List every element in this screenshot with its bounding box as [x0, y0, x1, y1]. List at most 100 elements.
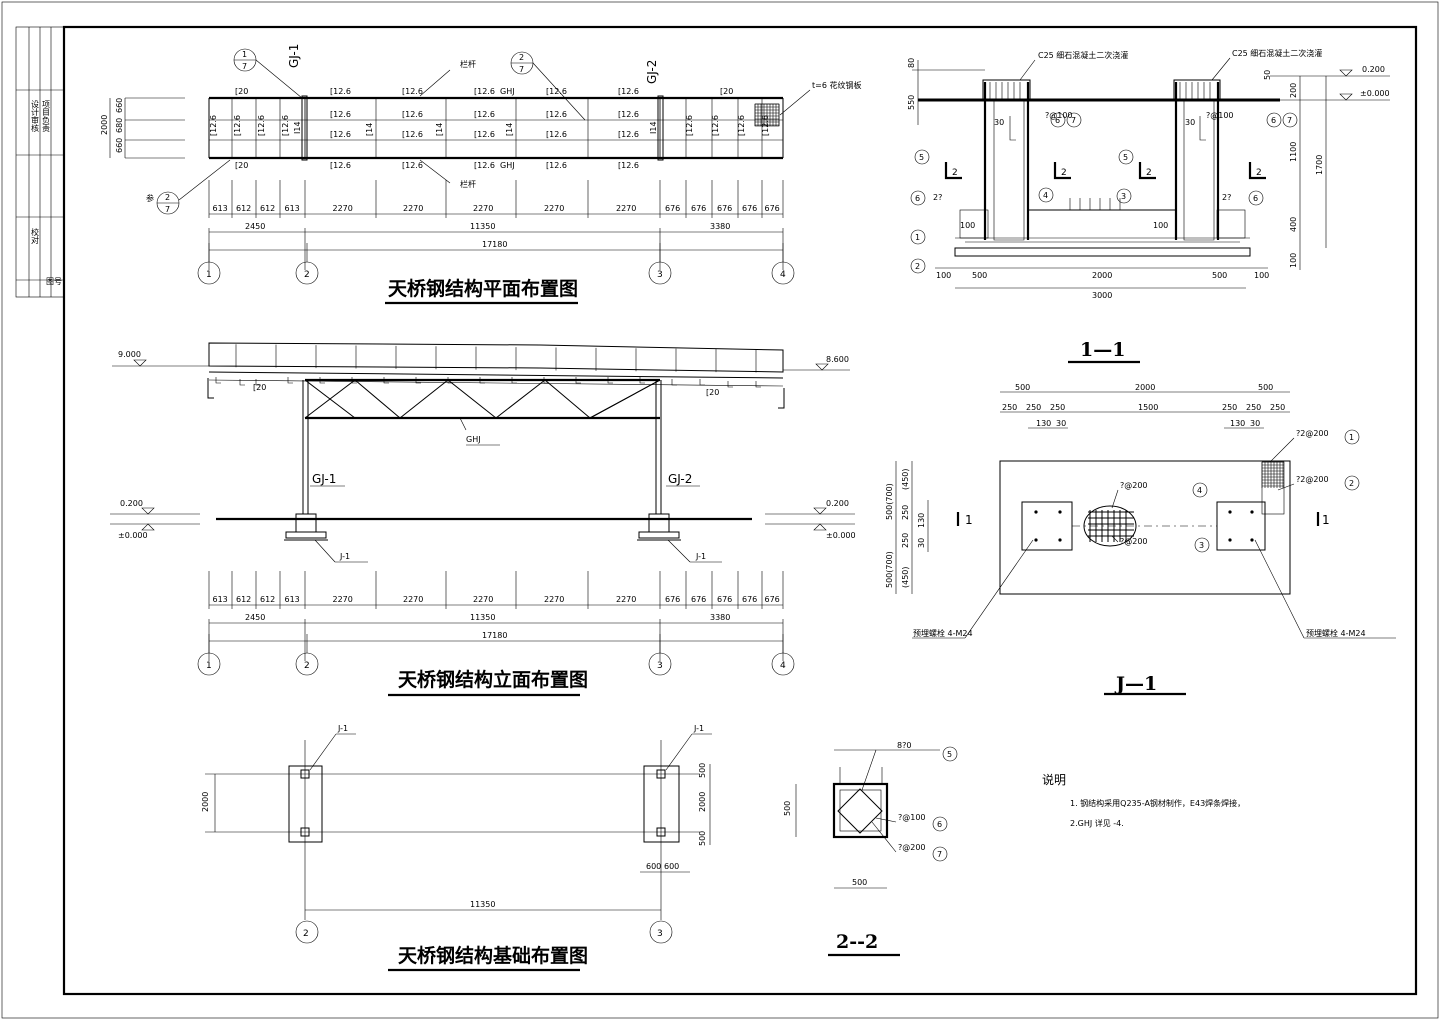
found-dim-500a: 500	[698, 763, 707, 778]
foundation-pad-right	[643, 765, 680, 843]
j1-top-2000: 2000	[1135, 383, 1155, 392]
dim-segment: 676	[765, 204, 780, 213]
found-dim-2000: 2000	[698, 792, 707, 812]
dim-segment: 2270	[544, 204, 564, 213]
j1-left-250a: 250	[901, 505, 910, 520]
j1-corner-hatch	[1261, 461, 1285, 515]
dim-group-mid: 11350	[470, 222, 495, 231]
dim-segment: 676	[691, 595, 706, 604]
foundation-pad-left	[288, 765, 323, 843]
dim-segment: 2270	[544, 595, 564, 604]
detail-callout-2-7-left: 2 7 参	[146, 159, 231, 215]
svg-text:5: 5	[947, 750, 952, 759]
anchor-bolt	[1228, 510, 1232, 514]
sec11-r2-left: 2?	[933, 193, 942, 202]
j1-rebar-4: ?@200	[1120, 537, 1148, 546]
svg-text:1: 1	[1349, 433, 1354, 442]
dim-group-left: 2450	[245, 613, 265, 622]
dim-segment: 612	[260, 595, 275, 604]
ref-mark-label: 2	[915, 262, 920, 271]
ref-mark	[910, 229, 926, 245]
notes: 说明 1. 钢结构采用Q235-A钢材制作，E43焊条焊接， 2.GHJ 详见 …	[1042, 772, 1245, 828]
plan-view: [12.6[12.6[12.6[12.6[12.6[12.6[12.6[12.6…	[100, 44, 861, 305]
sec11-title: 1—1	[1080, 339, 1125, 361]
sec11-vdim-100: 100	[1289, 253, 1298, 268]
ref-mark-label: 1	[915, 233, 920, 242]
dim-group-mid: 11350	[470, 613, 495, 622]
j1-d30b: 30	[1250, 419, 1260, 428]
svg-text:参: 参	[146, 193, 154, 203]
axis-bubble	[648, 652, 672, 676]
plan-member-c126: [12.6	[618, 130, 639, 139]
svg-text:2: 2	[519, 53, 524, 62]
ref-mark-label: 5	[1123, 153, 1128, 162]
anchor-bolt	[1250, 510, 1254, 514]
axis-label: 2	[304, 661, 310, 671]
sec11-vdim-550: 550	[907, 95, 916, 110]
anchor-bolt	[1058, 538, 1062, 542]
dim-segment: 2270	[333, 204, 353, 213]
notes-line-2: 2.GHJ 详见 -4.	[1070, 818, 1124, 828]
plan-member-c126: [12.6	[330, 110, 351, 119]
sec11-vdim-400: 400	[1289, 217, 1298, 232]
elev-gj1-label: GJ-1	[312, 472, 336, 486]
elev-level-200-left: 0.200	[120, 499, 143, 508]
dim-segment: 613	[213, 595, 228, 604]
plan-vdim-total: 2000	[100, 115, 109, 135]
drawing-frame	[62, 25, 1418, 996]
plan-member-i14: I14	[293, 121, 302, 134]
title-block: 设计审核 项目负责 校对 图号	[15, 26, 65, 298]
axis-bubble	[648, 261, 672, 285]
dim-segment: 676	[742, 204, 757, 213]
elev-j1-right: J-1	[695, 552, 706, 561]
sec11-note-right: C25 细石混凝土二次浇灌	[1232, 48, 1322, 58]
axis-bubble	[771, 261, 795, 285]
section-1-1: C25 细石混凝土二次浇灌 C25 细石混凝土二次浇灌 ?@100 ?@100 …	[907, 48, 1390, 364]
plan-member-c14: [14	[505, 123, 514, 136]
elev-level-0-left: ±0.000	[118, 531, 148, 540]
plan-member-c126: [12.6	[737, 115, 746, 136]
j1-d30a: 30	[1056, 419, 1066, 428]
plan-ghj-top: GHJ	[500, 87, 515, 96]
plan-vdim-3: 660	[115, 138, 124, 153]
sec11-d30-right: 30	[1185, 118, 1195, 127]
ref-mark	[910, 258, 926, 274]
j1-left-450a: (450)	[901, 468, 910, 490]
elev-c20-right: [20	[706, 388, 719, 397]
j1-top2-250c: 250	[1050, 403, 1065, 412]
svg-text:2: 2	[165, 193, 170, 202]
axis-bubble	[197, 261, 221, 285]
axis-label: 2	[304, 270, 310, 280]
j1-top2-250f: 250	[1270, 403, 1285, 412]
anchor-bolt	[1034, 538, 1038, 542]
ref-mark	[1282, 112, 1298, 128]
svg-text:7: 7	[242, 62, 247, 71]
anchor-bolt	[1228, 538, 1232, 542]
dim-segment: 2270	[403, 595, 423, 604]
foundation-title: 天桥钢结构基础布置图	[398, 944, 588, 967]
sec22-title: 2--2	[836, 931, 878, 953]
dim-segment: 676	[691, 204, 706, 213]
plan-member-c126: [12.6	[618, 110, 639, 119]
sec11-d100-left: 100	[960, 221, 975, 230]
elev-c20-left: [20	[253, 383, 266, 392]
dim-segment: 612	[260, 204, 275, 213]
j1-top-500a: 500	[1015, 383, 1030, 392]
j1-bolts-left: 预埋螺栓 4-M24	[913, 628, 973, 638]
plan-member-c126: [12.6	[685, 115, 694, 136]
anchor-bolt	[1034, 510, 1038, 514]
ref-mark-label: 6	[1253, 194, 1258, 203]
sec11-vdim-1700: 1700	[1315, 155, 1324, 175]
plan-member-c126: [12.6	[474, 110, 495, 119]
section-j1: 1 1 500 2000 500 250 250 250 1500 250 25…	[885, 383, 1396, 696]
plan-title: 天桥钢结构平面布置图	[388, 277, 578, 300]
found-j1-left: J-1	[337, 724, 348, 733]
ref-mark-label: 7	[1071, 116, 1076, 125]
found-dim-600a: 600	[646, 862, 661, 871]
ref-mark-label: 5	[919, 153, 924, 162]
j1-left-450b: (450)	[901, 566, 910, 588]
plan-member-c20: [20	[235, 161, 248, 170]
plan-plate-label: t=6 花纹钢板	[812, 80, 861, 90]
